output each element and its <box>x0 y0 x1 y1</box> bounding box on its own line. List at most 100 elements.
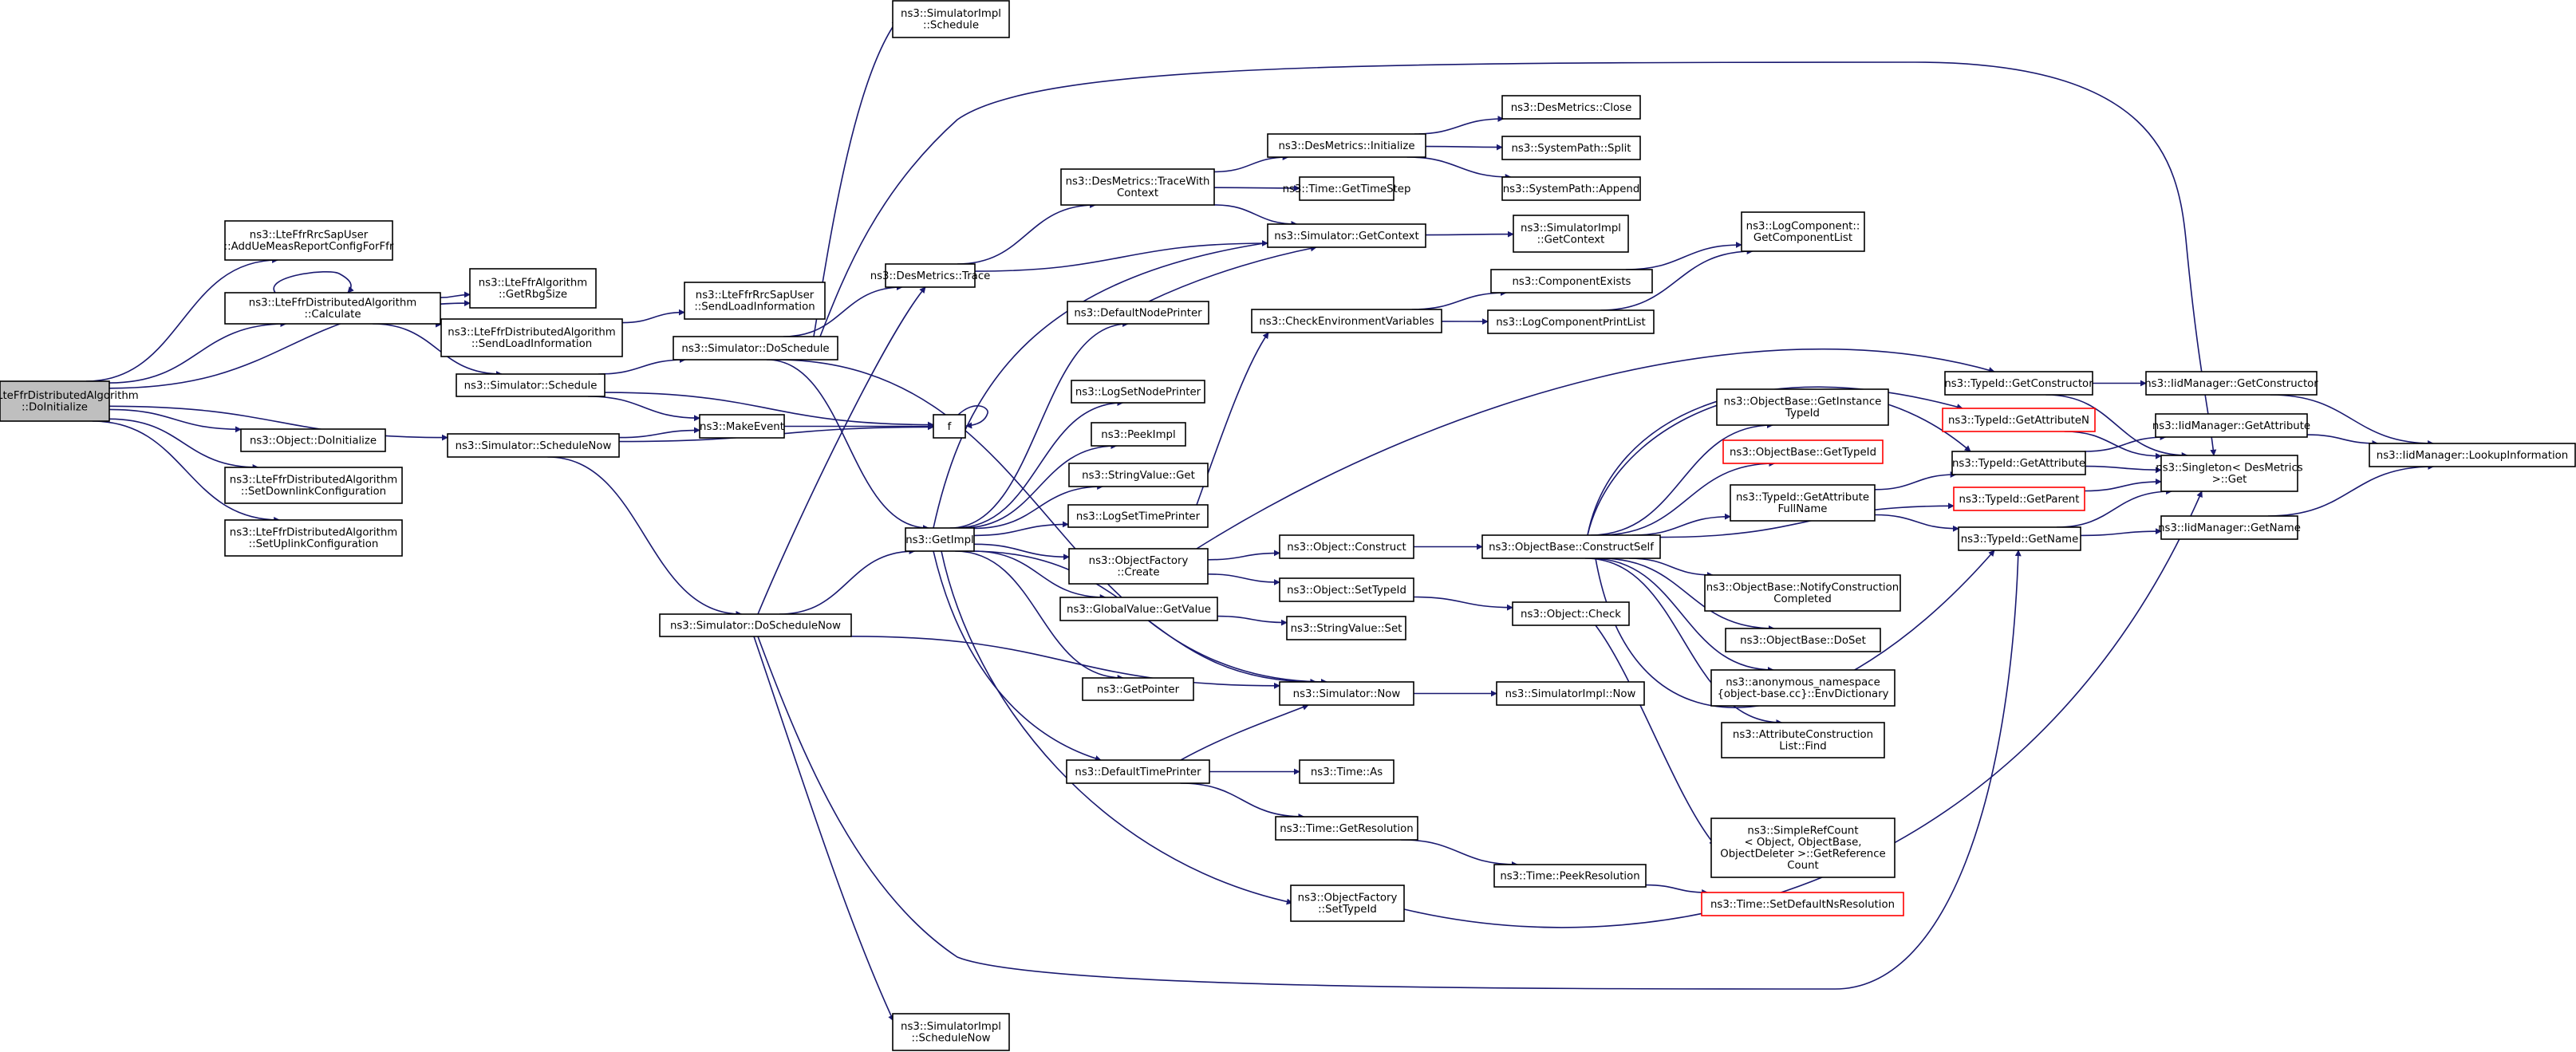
node-implSchedule[interactable]: ns3::SimulatorImpl::Schedule <box>892 0 1010 38</box>
node-iidGetCtor[interactable]: ns3::IidManager::GetConstructor <box>2144 371 2318 396</box>
node-label: ns3::DesMetrics::TraceWith <box>1066 176 1210 188</box>
node-objConstruct[interactable]: ns3::Object::Construct <box>1279 534 1414 559</box>
node-label: ns3::SystemPath::Split <box>1511 143 1631 155</box>
node-tidGetName[interactable]: ns3::TypeId::GetName <box>1958 526 2081 551</box>
node-iidGetName[interactable]: ns3::IidManager::GetName <box>2158 515 2301 540</box>
edge-doSchedule-to-simNow <box>775 359 1327 685</box>
node-scheduleNow[interactable]: ns3::Simulator::ScheduleNow <box>447 433 620 458</box>
node-timeAs[interactable]: ns3::Time::As <box>1299 759 1395 784</box>
node-implScheduleNow[interactable]: ns3::SimulatorImpl::ScheduleNow <box>892 1013 1010 1051</box>
node-timeGetStep[interactable]: ns3::Time::GetTimeStep <box>1283 176 1411 201</box>
node-label: >::Get <box>2212 474 2247 486</box>
node-getImpl[interactable]: ns3::GetImpl <box>905 527 975 552</box>
node-envDict[interactable]: ns3::anonymous_namespace{object-base.cc}… <box>1710 669 1896 707</box>
node-doSchedule[interactable]: ns3::Simulator::DoSchedule <box>673 336 838 361</box>
node-label: ns3::LogComponent:: <box>1746 221 1860 233</box>
node-makeEvent[interactable]: ns3::MakeEvent <box>699 414 785 439</box>
node-label: ::GetContext <box>1537 234 1605 246</box>
node-label: Count <box>1787 860 1819 872</box>
node-timeSetDefNs[interactable]: ns3::Time::SetDefaultNsResolution <box>1701 892 1904 916</box>
node-desClose[interactable]: ns3::DesMetrics::Close <box>1501 95 1641 120</box>
node-label: ns3::LteFfrDistributedAlgorithm <box>230 527 397 539</box>
node-label: ::AddUeMeasReportConfigForFfr <box>224 241 394 253</box>
node-label: f <box>948 421 952 433</box>
node-tidGetParent[interactable]: ns3::TypeId::GetParent <box>1953 487 2085 511</box>
edge-doSchedule-to-singletonGet <box>819 61 2217 456</box>
node-sendLoadAlg[interactable]: ns3::LteFfrDistributedAlgorithm::SendLoa… <box>440 318 623 357</box>
node-logCompPrintList[interactable]: ns3::LogComponentPrintList <box>1487 309 1655 334</box>
node-singletonGet[interactable]: ns3::Singleton< DesMetrics >::Get <box>2156 455 2303 492</box>
node-iidGetAttr[interactable]: ns3::IidManager::GetAttribute <box>2152 413 2310 438</box>
node-objFactorySetTypeId[interactable]: ns3::ObjectFactory::SetTypeId <box>1290 885 1405 922</box>
node-desInit[interactable]: ns3::DesMetrics::Initialize <box>1267 133 1426 158</box>
node-strSet[interactable]: ns3::StringValue::Set <box>1286 616 1406 640</box>
node-getRbgSize[interactable]: ns3::LteFfrAlgorithm::GetRbgSize <box>469 268 597 309</box>
edge-doSchedule-to-getImpl <box>766 359 929 531</box>
node-obNotify[interactable]: ns3::ObjectBase::NotifyConstructionCompl… <box>1704 574 1901 612</box>
node-label: ns3::ComponentExists <box>1512 276 1631 288</box>
node-label: ns3::AttributeConstruction <box>1733 729 1873 741</box>
node-label: ns3::ObjectBase::NotifyConstruction <box>1706 582 1899 594</box>
node-tidGetCtor[interactable]: ns3::TypeId::GetConstructor <box>1944 371 2093 396</box>
edge-getImpl-to-globalGetValue <box>972 550 1107 601</box>
node-objCheck[interactable]: ns3::Object::Check <box>1512 601 1630 626</box>
node-implGetCtx[interactable]: ns3::SimulatorImpl::GetContext <box>1513 215 1629 253</box>
node-desTrace[interactable]: ns3::DesMetrics::Trace <box>870 263 991 288</box>
node-checkEnv[interactable]: ns3::CheckEnvironmentVariables <box>1251 309 1442 333</box>
edge-getImpl-to-objFactoryCreate <box>973 543 1070 561</box>
edge-root-to-setUl <box>92 420 281 523</box>
node-getPointer[interactable]: ns3::GetPointer <box>1082 677 1194 701</box>
edge-getImpl-to-getPointer <box>955 550 1124 681</box>
node-sysSplit[interactable]: ns3::SystemPath::Split <box>1501 136 1641 160</box>
node-defNodePrinter[interactable]: ns3::DefaultNodePrinter <box>1067 301 1209 325</box>
node-logSetNodePrinter[interactable]: ns3::LogSetNodePrinter <box>1071 380 1205 404</box>
node-calculate[interactable]: ns3::LteFfrDistributedAlgorithm::Calcula… <box>224 292 441 325</box>
node-globalGetValue[interactable]: ns3::GlobalValue::GetValue <box>1059 597 1218 621</box>
node-obGetTypeId[interactable]: ns3::ObjectBase::GetTypeId <box>1722 439 1884 464</box>
node-timePeekRes[interactable]: ns3::Time::PeekResolution <box>1493 864 1647 888</box>
node-label: ns3::anonymous_namespace <box>1726 677 1880 689</box>
node-defTimePrinter[interactable]: ns3::DefaultTimePrinter <box>1066 759 1210 784</box>
node-timeGetRes[interactable]: ns3::Time::GetResolution <box>1275 816 1418 841</box>
node-f[interactable]: f <box>933 414 966 439</box>
node-simGetCtx[interactable]: ns3::Simulator::GetContext <box>1267 223 1426 248</box>
node-tidGetAttrN[interactable]: ns3::TypeId::GetAttributeN <box>1942 408 2096 432</box>
edge-calculate-to-schedule <box>373 323 503 377</box>
node-objSetTypeId[interactable]: ns3::Object::SetTypeId <box>1279 577 1414 602</box>
node-doScheduleNow[interactable]: ns3::Simulator::DoScheduleNow <box>659 613 852 637</box>
node-implNow[interactable]: ns3::SimulatorImpl::Now <box>1496 681 1645 706</box>
node-iidLookup[interactable]: ns3::IidManager::LookupInformation <box>2369 443 2576 467</box>
node-label: ns3::IidManager::GetAttribute <box>2152 420 2310 432</box>
node-label: ns3::Object::Construct <box>1287 542 1406 554</box>
edge-doScheduleNow-to-desTrace <box>757 286 926 615</box>
node-tidGetAttr[interactable]: ns3::TypeId::GetAttribute <box>1951 451 2086 475</box>
edge-schedule-to-doSchedule <box>598 357 686 375</box>
node-setUl[interactable]: ns3::LteFfrDistributedAlgorithm::SetUpli… <box>224 519 403 557</box>
node-strGet[interactable]: ns3::StringValue::Get <box>1068 463 1209 487</box>
node-label: TypeId <box>1785 408 1820 420</box>
node-label: ns3::LogSetTimePrinter <box>1076 510 1201 522</box>
node-objFactoryCreate[interactable]: ns3::ObjectFactory::Create <box>1068 548 1209 585</box>
node-obDoSet[interactable]: ns3::ObjectBase::DoSet <box>1725 628 1881 652</box>
node-simNow[interactable]: ns3::Simulator::Now <box>1279 681 1414 706</box>
node-addUeMeas[interactable]: ns3::LteFfrRrcSapUser::AddUeMeasReportCo… <box>224 220 394 261</box>
edge-calculate-to-calculate <box>273 271 354 294</box>
node-compExists[interactable]: ns3::ComponentExists <box>1490 269 1653 294</box>
node-peekImpl[interactable]: ns3::PeekImpl <box>1091 422 1186 447</box>
node-label: ns3::LteFfrRrcSapUser <box>696 290 815 301</box>
node-schedule[interactable]: ns3::Simulator::Schedule <box>456 373 606 397</box>
node-logSetTimePrinter[interactable]: ns3::LogSetTimePrinter <box>1067 504 1209 528</box>
node-logCompGetList[interactable]: ns3::LogComponent::GetComponentList <box>1741 211 1865 252</box>
edge-calculate-to-getRbgSize <box>440 291 471 298</box>
node-sysAppend[interactable]: ns3::SystemPath::Append <box>1501 176 1641 201</box>
node-obConstructSelf[interactable]: ns3::ObjectBase::ConstructSelf <box>1481 534 1661 559</box>
node-setDl[interactable]: ns3::LteFfrDistributedAlgorithm::SetDown… <box>224 467 403 504</box>
node-objDoInit[interactable]: ns3::Object::DoInitialize <box>240 428 386 452</box>
node-sendLoadSap[interactable]: ns3::LteFfrRrcSapUser::SendLoadInformati… <box>684 282 826 320</box>
node-simpleRefCount[interactable]: ns3::SimpleRefCount< Object, ObjectBase,… <box>1710 818 1896 878</box>
node-label: ns3::Object::Check <box>1521 609 1621 621</box>
